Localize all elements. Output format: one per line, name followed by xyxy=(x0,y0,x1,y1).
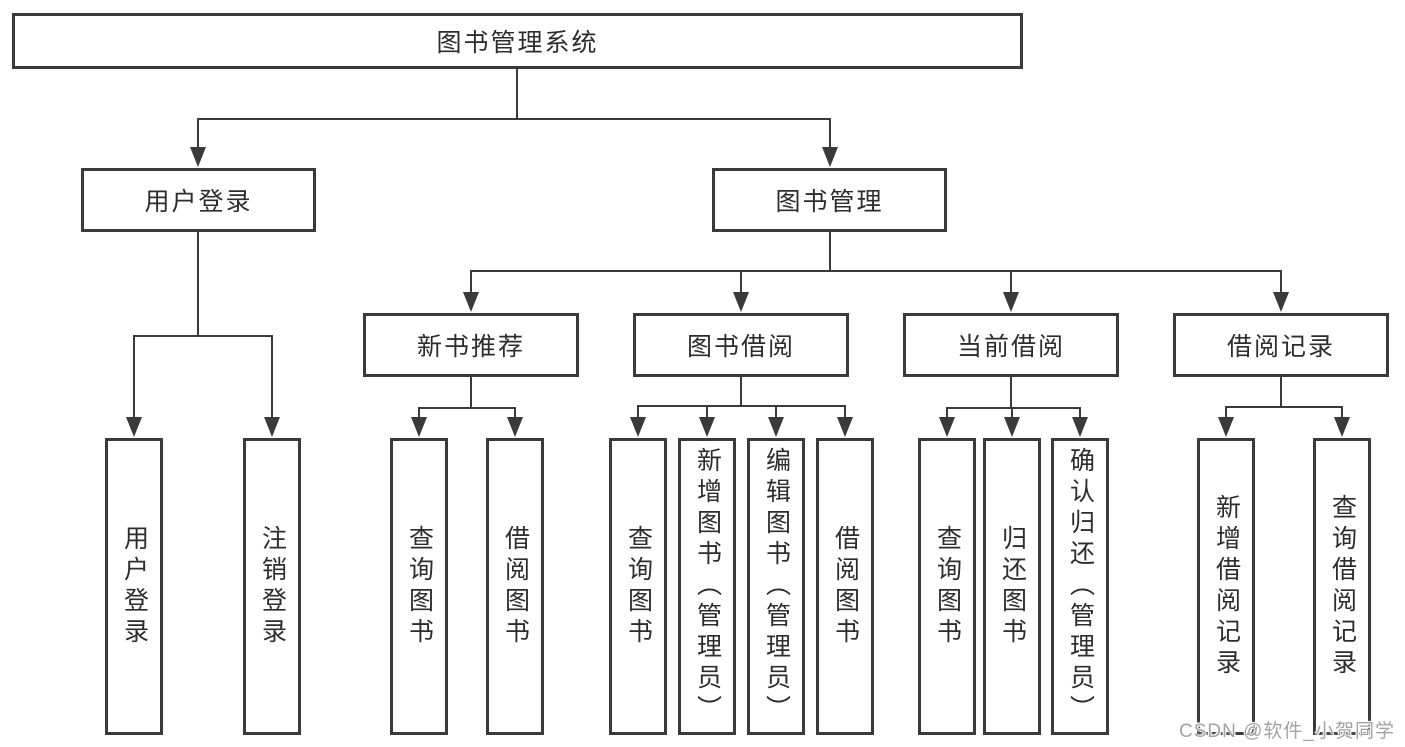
leaf-label: 确认归还（管理员） xyxy=(1066,447,1095,726)
leaf-label: 用户登录 xyxy=(120,524,149,649)
node-borrowing-records: 借阅记录 xyxy=(1173,313,1389,377)
connector-arrow-stem xyxy=(637,406,639,419)
connector-hline xyxy=(418,407,516,409)
leaf-label: 新增图书（管理员） xyxy=(693,447,722,726)
leaf-edit-book-admin: 编辑图书（管理员） xyxy=(747,438,805,735)
node-label: 新书推荐 xyxy=(416,333,525,361)
connector-vline xyxy=(740,377,742,406)
node-label: 当前借阅 xyxy=(956,333,1065,361)
connector-arrow-stem xyxy=(271,336,273,419)
leaf-label: 查询图书 xyxy=(624,524,653,649)
arrow-down-icon xyxy=(837,417,853,437)
leaf-query-books-3: 查询图书 xyxy=(918,438,976,735)
connector-arrow-stem xyxy=(197,119,199,149)
connector-vline xyxy=(1280,377,1282,407)
node-book-management: 图书管理 xyxy=(712,168,947,232)
connector-arrow-stem xyxy=(946,408,948,419)
watermark: CSDN @软件_小贺同学 xyxy=(1179,721,1395,742)
leaf-return-book: 归还图书 xyxy=(983,438,1041,735)
arrow-down-icon xyxy=(463,292,479,312)
arrow-down-icon xyxy=(264,417,280,437)
connector-vline xyxy=(197,232,199,336)
node-current-borrowing: 当前借阅 xyxy=(903,313,1119,377)
arrow-down-icon xyxy=(1273,292,1289,312)
arrow-down-icon xyxy=(126,417,142,437)
connector-hline xyxy=(637,405,846,407)
leaf-label: 编辑图书（管理员） xyxy=(762,447,791,726)
connector-vline xyxy=(829,232,831,271)
arrow-down-icon xyxy=(822,147,838,167)
connector-hline xyxy=(1225,406,1343,408)
leaf-user-login: 用户登录 xyxy=(105,438,163,735)
connector-arrow-stem xyxy=(844,406,846,419)
arrow-down-icon xyxy=(699,417,715,437)
connector-hline xyxy=(133,335,273,337)
connector-arrow-stem xyxy=(740,271,742,294)
arrow-down-icon xyxy=(768,417,784,437)
leaf-label: 查询图书 xyxy=(405,524,434,649)
arrow-down-icon xyxy=(1218,417,1234,437)
node-root-library-system: 图书管理系统 xyxy=(12,13,1023,69)
connector-arrow-stem xyxy=(514,408,516,419)
connector-vline xyxy=(470,377,472,408)
leaf-add-borrow-record: 新增借阅记录 xyxy=(1197,438,1255,735)
node-label: 用户登录 xyxy=(144,188,253,216)
leaf-query-books-2: 查询图书 xyxy=(609,438,667,735)
node-user-login: 用户登录 xyxy=(81,168,316,232)
connector-arrow-stem xyxy=(470,271,472,294)
leaf-label: 归还图书 xyxy=(998,524,1027,649)
arrow-down-icon xyxy=(1334,417,1350,437)
arrow-down-icon xyxy=(507,417,523,437)
connector-hline xyxy=(946,407,1081,409)
leaf-borrow-books-1: 借阅图书 xyxy=(486,438,544,735)
arrow-down-icon xyxy=(1003,292,1019,312)
connector-arrow-stem xyxy=(1341,407,1343,419)
connector-vline xyxy=(1010,377,1012,408)
arrow-down-icon xyxy=(190,147,206,167)
arrow-down-icon xyxy=(411,417,427,437)
leaf-label: 借阅图书 xyxy=(831,524,860,649)
connector-arrow-stem xyxy=(133,336,135,419)
leaf-label: 注销登录 xyxy=(258,524,287,649)
connector-arrow-stem xyxy=(829,119,831,149)
node-new-book-recommend: 新书推荐 xyxy=(363,313,579,377)
node-label: 图书借阅 xyxy=(686,333,795,361)
leaf-query-borrow-record: 查询借阅记录 xyxy=(1313,438,1371,735)
leaf-label: 新增借阅记录 xyxy=(1212,493,1241,680)
leaf-query-books-1: 查询图书 xyxy=(390,438,448,735)
leaf-confirm-return-admin: 确认归还（管理员） xyxy=(1051,438,1109,735)
arrow-down-icon xyxy=(939,417,955,437)
connector-arrow-stem xyxy=(418,408,420,419)
leaf-logout: 注销登录 xyxy=(243,438,301,735)
connector-arrow-stem xyxy=(1010,271,1012,294)
node-label: 图书管理 xyxy=(775,188,884,216)
connector-arrow-stem xyxy=(1280,271,1282,294)
leaf-label: 查询图书 xyxy=(933,524,962,649)
connector-arrow-stem xyxy=(706,406,708,419)
leaf-borrow-books-2: 借阅图书 xyxy=(816,438,874,735)
leaf-label: 借阅图书 xyxy=(501,524,530,649)
connector-arrow-stem xyxy=(775,406,777,419)
node-label: 图书管理系统 xyxy=(436,29,599,57)
arrow-down-icon xyxy=(1072,417,1088,437)
arrow-down-icon xyxy=(733,292,749,312)
arrow-down-icon xyxy=(1004,417,1020,437)
connector-arrow-stem xyxy=(1225,407,1227,419)
leaf-label: 查询借阅记录 xyxy=(1328,493,1357,680)
connector-vline xyxy=(516,69,518,119)
connector-arrow-stem xyxy=(1011,408,1013,419)
arrow-down-icon xyxy=(630,417,646,437)
connector-hline xyxy=(470,270,1282,272)
connector-hline xyxy=(197,118,831,120)
connector-arrow-stem xyxy=(1079,408,1081,419)
leaf-add-book-admin: 新增图书（管理员） xyxy=(678,438,736,735)
node-label: 借阅记录 xyxy=(1226,333,1335,361)
node-book-borrowing: 图书借阅 xyxy=(633,313,849,377)
